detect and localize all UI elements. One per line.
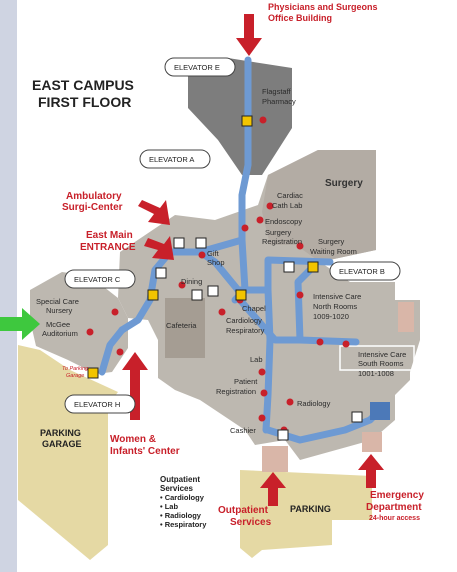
emergency-arrow-icon [358,454,384,488]
restroom-icon [283,261,295,273]
surgery-registration-label-line1: Surgery [265,228,292,237]
map-title-line2: FIRST FLOOR [38,94,131,110]
gift-shop-label-line2: Shop [207,258,225,267]
patient-registration-label-line2: Registration [216,387,256,396]
accessible-icon [173,237,185,249]
emergency-label-line2: Department [366,502,422,513]
outpatient-list-heading-line2: Services [160,484,193,493]
lab-label: Lab [250,355,263,364]
east-main-label-line1: East Main [86,230,133,241]
icu-north-label-line2: North Rooms [313,302,357,311]
parking-garage-label-line2: GARAGE [42,439,82,449]
elevator-c-label: ELEVATOR C [74,275,121,284]
pharmacy-label-line2: Pharmacy [262,97,296,106]
location-markers [86,116,350,434]
cashier-label: Cashier [230,426,256,435]
icu-south-entrance-block [398,302,414,332]
pharmacy-label-line1: Flagstaff [262,87,292,96]
accessible-icon [155,267,167,279]
women-label-line2: Infants' Center [110,446,180,457]
outpatient-list-heading-line1: Outpatient [160,475,200,484]
outpatient-list-item: • Cardiology [160,493,205,502]
gift-shop-label-line1: Gift [207,249,220,258]
cafeteria-label: Cafeteria [166,321,197,330]
er-entrance-block [362,432,382,452]
parking-lot-label: PARKING [290,504,331,514]
icu-south-label-line2: South Rooms [358,359,404,368]
outpatient-entrance-block [262,446,288,472]
icu-south-label-line3: 1001-1008 [358,369,394,378]
elevator-icon [147,289,159,301]
chapel-label: Chapel [242,304,266,313]
accessible-icon [277,429,289,441]
women-arrow-icon [122,352,148,420]
map-title-line1: EAST CAMPUS [32,77,134,93]
surgery-registration-label-line2: Registration [262,237,302,246]
east-main-label-line2: ENTRANCE [80,242,136,253]
icu-north-label-line3: 1009-1020 [313,312,349,321]
outpatient-list-item: • Respiratory [160,520,207,529]
elevator-h-label: ELEVATOR H [74,400,120,409]
nursery-label-line1: Special Care [36,297,79,306]
entrance-green-arrow-icon [0,308,40,340]
elevator-e-label: ELEVATOR E [174,63,220,72]
physicians-label-line1: Physicians and Surgeons [268,2,378,12]
facility-icons [87,115,363,441]
cardiology-label-line2: Respiratory [226,326,265,335]
elevator-b-label: ELEVATOR B [339,267,385,276]
icu-south-label-line1: Intensive Care [358,350,406,359]
to-parking-label-line1: To Parking [62,366,89,372]
nursery-label-line2: Nursery [46,306,73,315]
walkway-paths [98,56,384,444]
nursery-building [30,272,128,374]
radiology-room-block [370,402,390,420]
surgery-label: Surgery [325,178,363,189]
dining-label: Dining [181,277,202,286]
cardiac-label-line1: Cardiac [277,191,303,200]
outpatient-list-item: • Lab [160,502,178,511]
ambulatory-arrow-icon [138,200,170,225]
east-main-arrow-icon [144,236,174,260]
cafeteria-block [165,298,205,358]
elevator-icon [87,367,99,379]
left-sidebar-strip [0,0,17,572]
endoscopy-label: Endoscopy [265,217,302,226]
info-icon [195,237,207,249]
elevator-a-label: ELEVATOR A [149,155,194,164]
entrance-arrows [122,14,384,506]
surgery-waiting-label-line2: Waiting Room [310,247,357,256]
cash-icon [191,289,203,301]
physicians-label-line2: Office Building [268,13,332,23]
icu-south-outline [339,345,415,371]
radiology-label: Radiology [297,399,331,408]
cardiology-label-line1: Cardiology [226,316,262,325]
restroom-icon [351,411,363,423]
ambulatory-label-line2: Surgi-Center [62,202,123,213]
outpatient-label-line1: Outpatient [218,505,269,516]
surgery-waiting-label-line1: Surgery [318,237,345,246]
pharmacy-building [188,58,292,175]
elevator-icon [235,289,247,301]
physicians-arrow-icon [236,14,262,56]
elevator-icon [241,115,253,127]
outpatient-list-item: • Radiology [160,511,202,520]
elevator-icon [307,261,319,273]
surgery-wing [262,150,376,262]
ambulatory-label-line1: Ambulatory [66,191,122,202]
auditorium-label-line1: McGee [46,320,70,329]
women-label-line1: Women & [110,434,156,445]
restroom-icon [207,285,219,297]
cardiac-label-line2: Cath Lab [272,201,302,210]
outpatient-label-line2: Services [230,517,272,528]
outpatient-arrow-icon [260,472,286,506]
patient-registration-label-line1: Patient [234,377,258,386]
icu-north-label-line1: Intensive Care [313,292,361,301]
emergency-label-line3: 24-hour access [369,515,420,522]
auditorium-label-line2: Auditorium [42,329,78,338]
elevator-callouts [64,57,401,414]
parking-garage-label-line1: PARKING [40,428,81,438]
emergency-label-line1: Emergency [370,490,424,501]
to-parking-label-line2: Garage [66,373,84,379]
